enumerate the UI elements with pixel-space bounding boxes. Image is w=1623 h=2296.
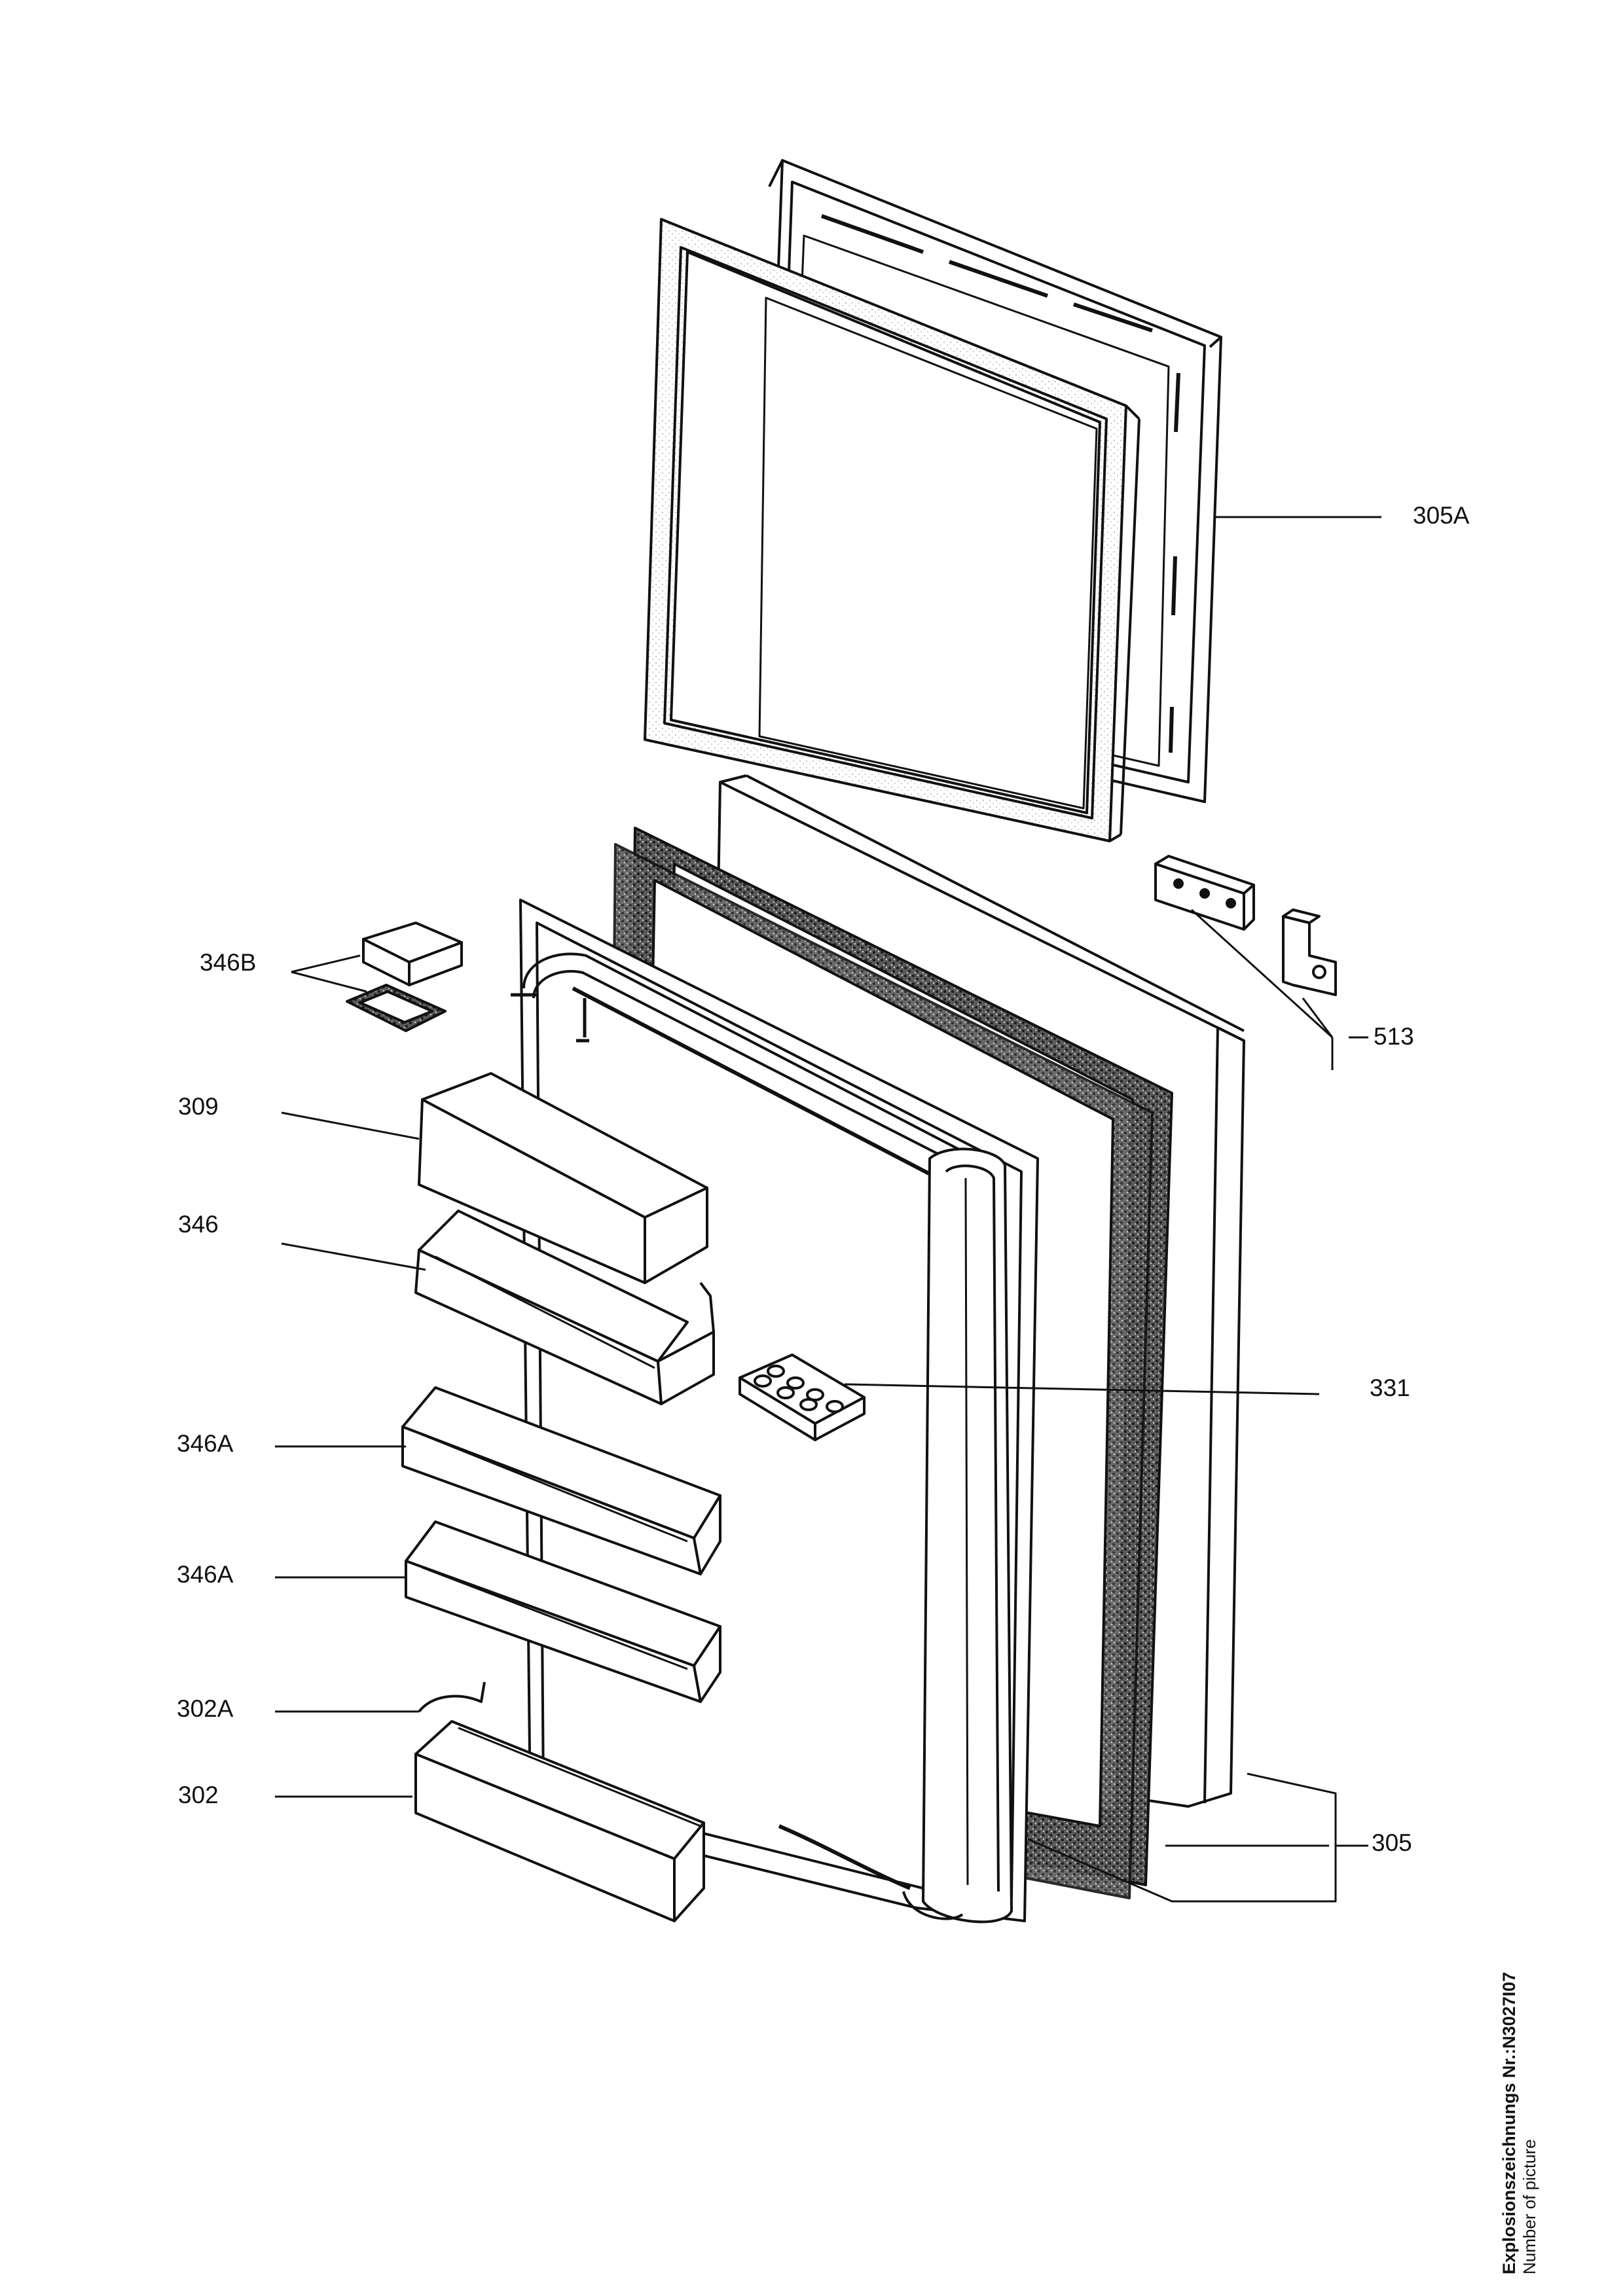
drawing-number: Explosionszeichnungs Nr.:N3027I07 [1499, 1971, 1519, 2274]
number-of-picture-label: Number of picture [1520, 2139, 1539, 2274]
part-label-305: 305 [1372, 1829, 1412, 1856]
shelf-346A-lower [275, 1520, 721, 1703]
part-label-346: 346 [178, 1211, 219, 1238]
hinge-brackets-513 [1154, 855, 1368, 1070]
bottle-holder-302A [275, 1681, 486, 1713]
leader-lines-346B [291, 954, 367, 993]
leader-lines-305 [1027, 1772, 1368, 1903]
leader-lines-513 [1190, 908, 1368, 1070]
part-label-346A-lower: 346A [177, 1561, 234, 1588]
hinge-bracket-lower [1282, 908, 1337, 996]
part-label-305A: 305A [1413, 502, 1470, 529]
hinge-bracket-upper [1154, 855, 1255, 931]
upper-door-front-frame [644, 218, 1140, 842]
part-label-346B: 346B [200, 949, 257, 976]
shelf-346A-upper [275, 1386, 721, 1575]
part-label-302: 302 [178, 1782, 219, 1808]
door-bottom-cable [778, 1824, 911, 1890]
door-right-handle-rail [902, 1147, 1013, 1924]
part-label-346A-upper: 346A [177, 1430, 234, 1457]
part-label-331: 331 [1370, 1374, 1410, 1401]
part-label-302A: 302A [177, 1695, 234, 1722]
egg-tray-331 [739, 1354, 1320, 1441]
upper-door-assembly [644, 159, 1381, 842]
small-box-346B [291, 922, 463, 1032]
shelf-cover-309 [281, 1072, 708, 1284]
shelf-346 [281, 1210, 715, 1405]
drawing-number-caption: Explosionszeichnungs Nr.:N3027I07 Number… [1499, 1972, 1540, 2274]
part-label-513: 513 [1374, 1023, 1414, 1050]
bottle-shelf-302 [275, 1720, 705, 1922]
part-label-309: 309 [178, 1093, 219, 1120]
